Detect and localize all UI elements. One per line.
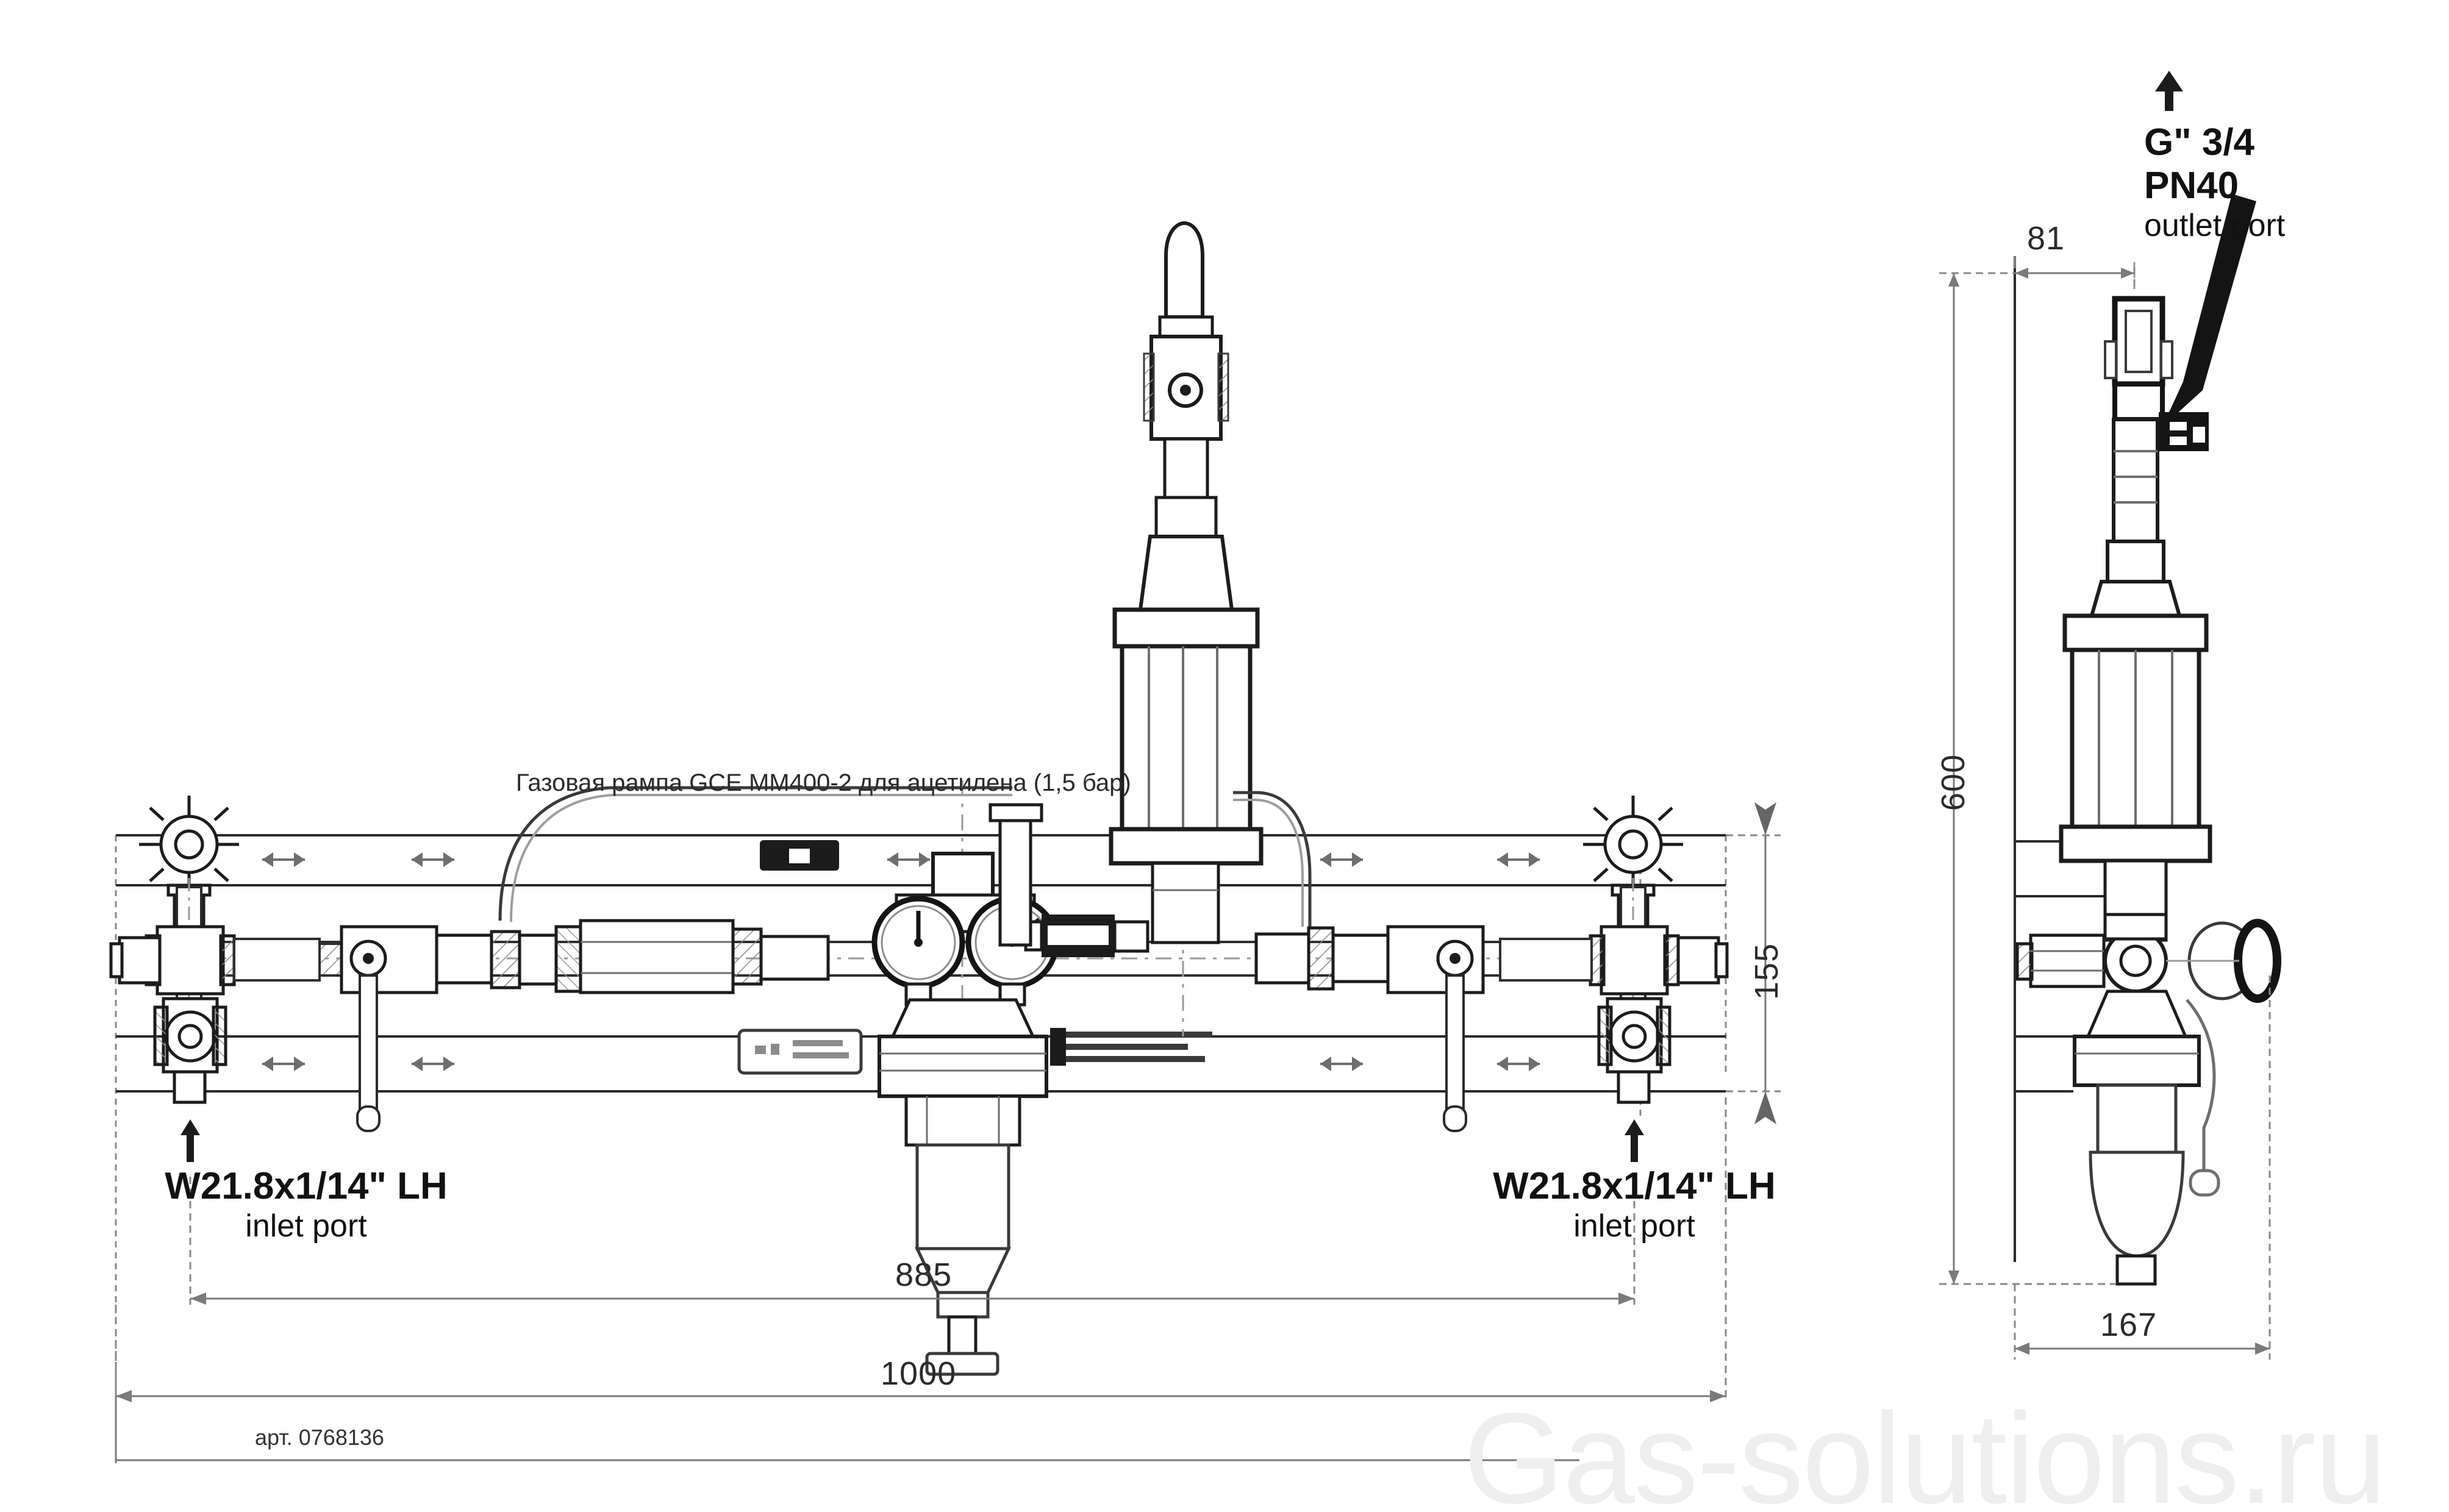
right-valve-body bbox=[1589, 925, 1680, 996]
dimension-value-81: 81 bbox=[2027, 220, 2065, 257]
side-ball-valve bbox=[2104, 194, 2256, 451]
rail-fastener-marks bbox=[262, 852, 1540, 1071]
inlet-pressure-gauge bbox=[871, 896, 965, 1007]
right-isolation-valve bbox=[1386, 925, 1485, 1132]
dimension-value-600: 600 bbox=[1935, 754, 1972, 811]
product-nameplate bbox=[737, 1029, 863, 1075]
side-column bbox=[2059, 418, 2212, 942]
drawing-title: Газовая рампа GCE MM400-2 для ацетилена … bbox=[516, 769, 1131, 796]
front-view-group bbox=[109, 221, 1729, 1402]
inlet-right-thread-label: W21.8x1/14" LH bbox=[1493, 1165, 1776, 1207]
left-isolation-valve bbox=[340, 925, 438, 1132]
right-inlet-connector bbox=[1676, 936, 1729, 985]
inlet-left-thread-label: W21.8x1/14" LH bbox=[165, 1165, 448, 1207]
right-inline-block bbox=[1254, 926, 1390, 991]
site-watermark: Gas-solutions.ru bbox=[1464, 1386, 2387, 1512]
outlet-thread-label: G" 3/4 bbox=[2144, 121, 2255, 163]
inline-filter bbox=[435, 919, 830, 994]
outlet-port-annotation: G" 3/4 PN40 outlet port bbox=[2144, 121, 2285, 244]
gce-logo-badge bbox=[760, 840, 839, 871]
inlet-left-annotation: W21.8x1/14" LH inlet port bbox=[141, 1164, 471, 1244]
side-view-group bbox=[2014, 194, 2281, 1286]
dimension-value-155: 155 bbox=[1748, 943, 1785, 1000]
outlet-pressure-label: PN40 bbox=[2144, 165, 2239, 207]
left-valve-assembly bbox=[109, 796, 348, 1104]
right-valve-assembly bbox=[1499, 796, 1729, 1104]
central-vertical-column bbox=[1109, 221, 1264, 1036]
vent-fitting bbox=[1024, 915, 1149, 957]
front-view-dimensions bbox=[115, 802, 1781, 1463]
dimension-value-1000: 1000 bbox=[881, 1355, 957, 1392]
side-regulator bbox=[2015, 913, 2281, 1286]
barcode-label bbox=[1050, 1028, 1212, 1066]
inlet-right-annotation: W21.8x1/14" LH inlet port bbox=[1403, 1164, 1866, 1244]
side-view-dimensions bbox=[1939, 71, 2271, 1360]
left-inlet-connector bbox=[109, 936, 162, 985]
outlet-role-label: outlet port bbox=[2144, 208, 2286, 243]
central-regulator bbox=[871, 780, 1059, 1376]
left-pipe-run bbox=[233, 938, 348, 982]
inlet-left-role-label: inlet port bbox=[245, 1208, 367, 1244]
inlet-right-role-label: inlet port bbox=[1573, 1208, 1695, 1244]
outlet-leader bbox=[2155, 71, 2183, 111]
inlet-flow-arrows bbox=[181, 1119, 1644, 1162]
right-pipe-run bbox=[1499, 938, 1593, 982]
right-flex-hose bbox=[1233, 791, 1312, 927]
left-flex-hose bbox=[498, 786, 1012, 922]
center-standpipe bbox=[989, 803, 1043, 947]
right-nonreturn-valve bbox=[1597, 997, 1671, 1104]
dimension-value-885: 885 bbox=[895, 1257, 953, 1293]
dimension-value-167: 167 bbox=[2100, 1307, 2158, 1343]
left-nonreturn-valve bbox=[153, 997, 227, 1104]
article-number: арт. 0768136 bbox=[255, 1425, 384, 1450]
